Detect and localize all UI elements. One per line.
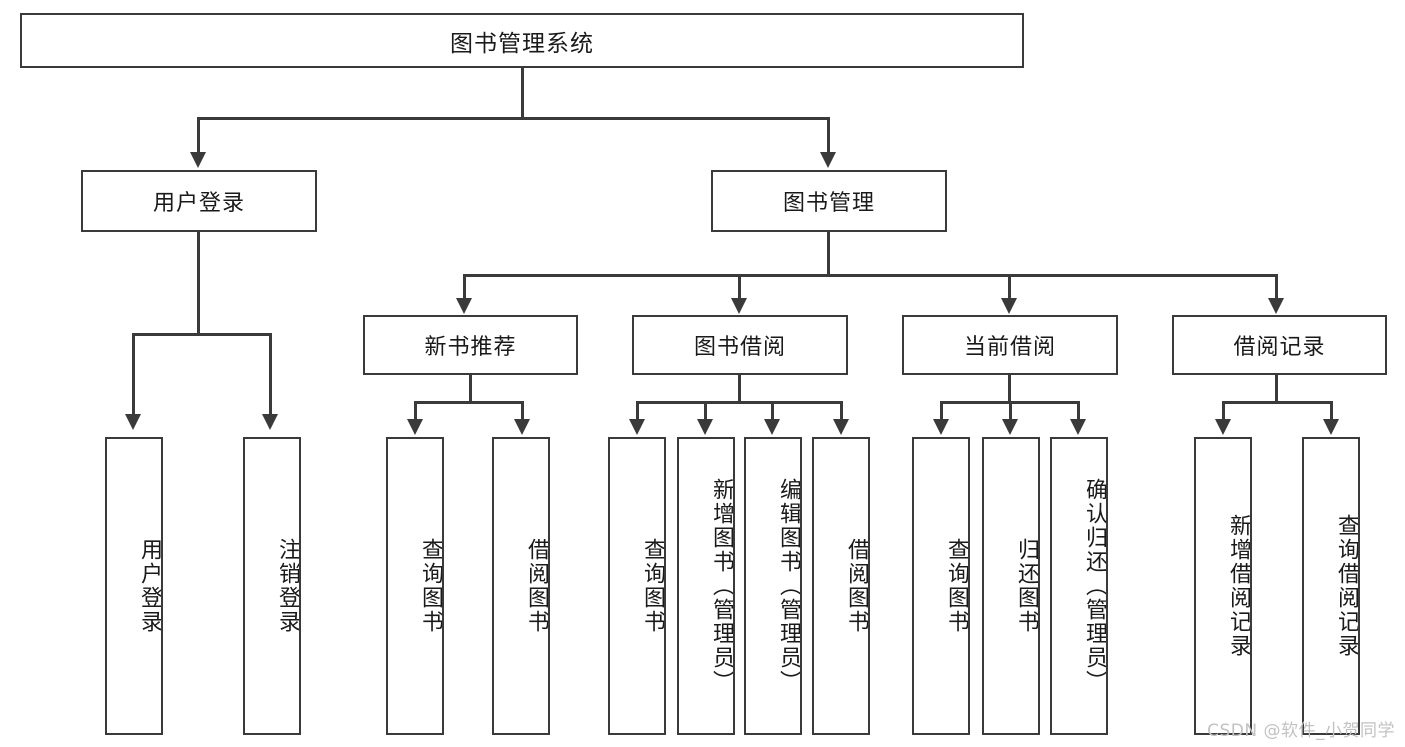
edge-root-stem <box>521 68 524 119</box>
edge-current-borrow-leaf-2 <box>1077 401 1080 423</box>
node-label: 借阅图书 <box>844 538 869 634</box>
edge-current-borrow-stem <box>1008 375 1011 403</box>
edge-book-management-bus <box>463 274 1278 277</box>
edge-user-login-bus <box>132 333 270 336</box>
node-label: 图书管理系统 <box>450 30 594 57</box>
edge-current-borrow-leaf-0 <box>940 401 943 423</box>
edge-borrow-record-leaf-1 <box>1330 401 1333 423</box>
arrowhead-borrow-record-leaf-1 <box>1323 419 1339 435</box>
arrowhead-user-login <box>190 152 206 168</box>
node-label: 查询图书 <box>640 538 665 634</box>
arrowhead-current-borrow-leaf-1 <box>1002 419 1018 435</box>
leaf-book-borrow-1[interactable]: 新增图书（管理员） <box>677 437 735 735</box>
edge-new-book-leaf-1 <box>521 401 524 423</box>
edge-book-borrow-leaf-1 <box>704 401 707 423</box>
node-user-login[interactable]: 用户登录 <box>81 170 317 232</box>
node-book-management[interactable]: 图书管理 <box>711 170 947 232</box>
arrowhead-book-borrow-leaf-2 <box>764 419 780 435</box>
node-borrow-record[interactable]: 借阅记录 <box>1172 315 1387 375</box>
edge-new-book-leaf-0 <box>414 401 417 423</box>
node-label: 图书管理 <box>782 191 875 216</box>
edge-user-login-leaf-1 <box>269 333 272 417</box>
edge-bm-to-current-borrow <box>1008 274 1011 302</box>
node-label: 图书借阅 <box>693 335 786 360</box>
edge-book-borrow-bus <box>636 401 843 404</box>
edge-book-borrow-leaf-3 <box>840 401 843 423</box>
node-label: 借阅记录 <box>1233 335 1326 360</box>
csdn-watermark: CSDN @软件_小贺同学 <box>1207 721 1395 741</box>
arrowhead-new-book-leaf-1 <box>514 419 530 435</box>
node-label: 当前借阅 <box>963 335 1056 360</box>
node-book-borrow[interactable]: 图书借阅 <box>632 315 848 375</box>
arrowhead-borrow-record <box>1268 298 1284 314</box>
node-label: 注销登录 <box>275 538 300 634</box>
arrowhead-new-book-leaf-0 <box>407 419 423 435</box>
node-label: 借阅图书 <box>524 538 549 634</box>
edge-book-borrow-leaf-2 <box>771 401 774 423</box>
leaf-borrow-record-1[interactable]: 查询借阅记录 <box>1302 437 1360 735</box>
leaf-current-borrow-1[interactable]: 归还图书 <box>982 437 1040 735</box>
arrowhead-book-borrow-leaf-1 <box>697 419 713 435</box>
arrowhead-book-borrow-leaf-3 <box>833 419 849 435</box>
node-current-borrow[interactable]: 当前借阅 <box>902 315 1118 375</box>
node-label: 查询图书 <box>418 538 443 634</box>
edge-bm-to-new-book <box>463 274 466 302</box>
edge-book-borrow-leaf-0 <box>636 401 639 423</box>
edge-user-login-stem <box>197 232 200 335</box>
node-label: 用户登录 <box>152 191 245 216</box>
node-label: 归还图书 <box>1014 538 1039 634</box>
node-label: 查询图书 <box>944 538 969 634</box>
leaf-borrow-record-0[interactable]: 新增借阅记录 <box>1194 437 1252 735</box>
leaf-new-book-recommend-0[interactable]: 查询图书 <box>386 437 444 735</box>
leaf-book-borrow-0[interactable]: 查询图书 <box>608 437 666 735</box>
edge-bm-to-book-borrow <box>738 274 741 302</box>
edge-borrow-record-leaf-0 <box>1222 401 1225 423</box>
arrowhead-book-borrow-leaf-0 <box>629 419 645 435</box>
edge-root-to-book-management <box>827 117 830 155</box>
arrowhead-new-book-recommend <box>456 298 472 314</box>
edge-root-to-user-login <box>197 117 200 155</box>
arrowhead-user-login-leaf-1 <box>262 414 278 430</box>
node-label: 确认归还（管理员） <box>1082 478 1107 694</box>
edge-book-borrow-stem <box>738 375 741 403</box>
leaf-new-book-recommend-1[interactable]: 借阅图书 <box>492 437 550 735</box>
arrowhead-current-borrow-leaf-0 <box>933 419 949 435</box>
node-label: 查询借阅记录 <box>1334 514 1359 658</box>
edge-user-login-leaf-0 <box>132 333 135 417</box>
edge-new-book-bus <box>414 401 524 404</box>
edge-borrow-record-bus <box>1222 401 1333 404</box>
leaf-user-login-1[interactable]: 注销登录 <box>243 437 301 735</box>
arrowhead-book-management <box>820 152 836 168</box>
edge-book-management-stem <box>827 232 830 276</box>
arrowhead-book-borrow <box>731 298 747 314</box>
leaf-current-borrow-0[interactable]: 查询图书 <box>912 437 970 735</box>
node-label: 新书推荐 <box>424 335 517 360</box>
edge-bm-to-borrow-record <box>1275 274 1278 302</box>
edge-root-bus <box>197 117 830 120</box>
arrowhead-current-borrow <box>1001 298 1017 314</box>
node-label: 新增图书（管理员） <box>709 478 734 694</box>
node-new-book-recommend[interactable]: 新书推荐 <box>363 315 578 375</box>
arrowhead-borrow-record-leaf-0 <box>1215 419 1231 435</box>
node-label: 编辑图书（管理员） <box>776 478 801 694</box>
node-book-management-system[interactable]: 图书管理系统 <box>20 13 1024 68</box>
edge-current-borrow-leaf-1 <box>1009 401 1012 423</box>
node-label: 用户登录 <box>137 538 162 634</box>
arrowhead-current-borrow-leaf-2 <box>1070 419 1086 435</box>
leaf-book-borrow-2[interactable]: 编辑图书（管理员） <box>744 437 802 735</box>
edge-borrow-record-stem <box>1275 375 1278 403</box>
edge-new-book-stem <box>469 375 472 403</box>
leaf-user-login-0[interactable]: 用户登录 <box>105 437 163 735</box>
node-label: 新增借阅记录 <box>1226 514 1251 658</box>
leaf-current-borrow-2[interactable]: 确认归还（管理员） <box>1050 437 1108 735</box>
arrowhead-user-login-leaf-0 <box>125 414 141 430</box>
leaf-book-borrow-3[interactable]: 借阅图书 <box>812 437 870 735</box>
